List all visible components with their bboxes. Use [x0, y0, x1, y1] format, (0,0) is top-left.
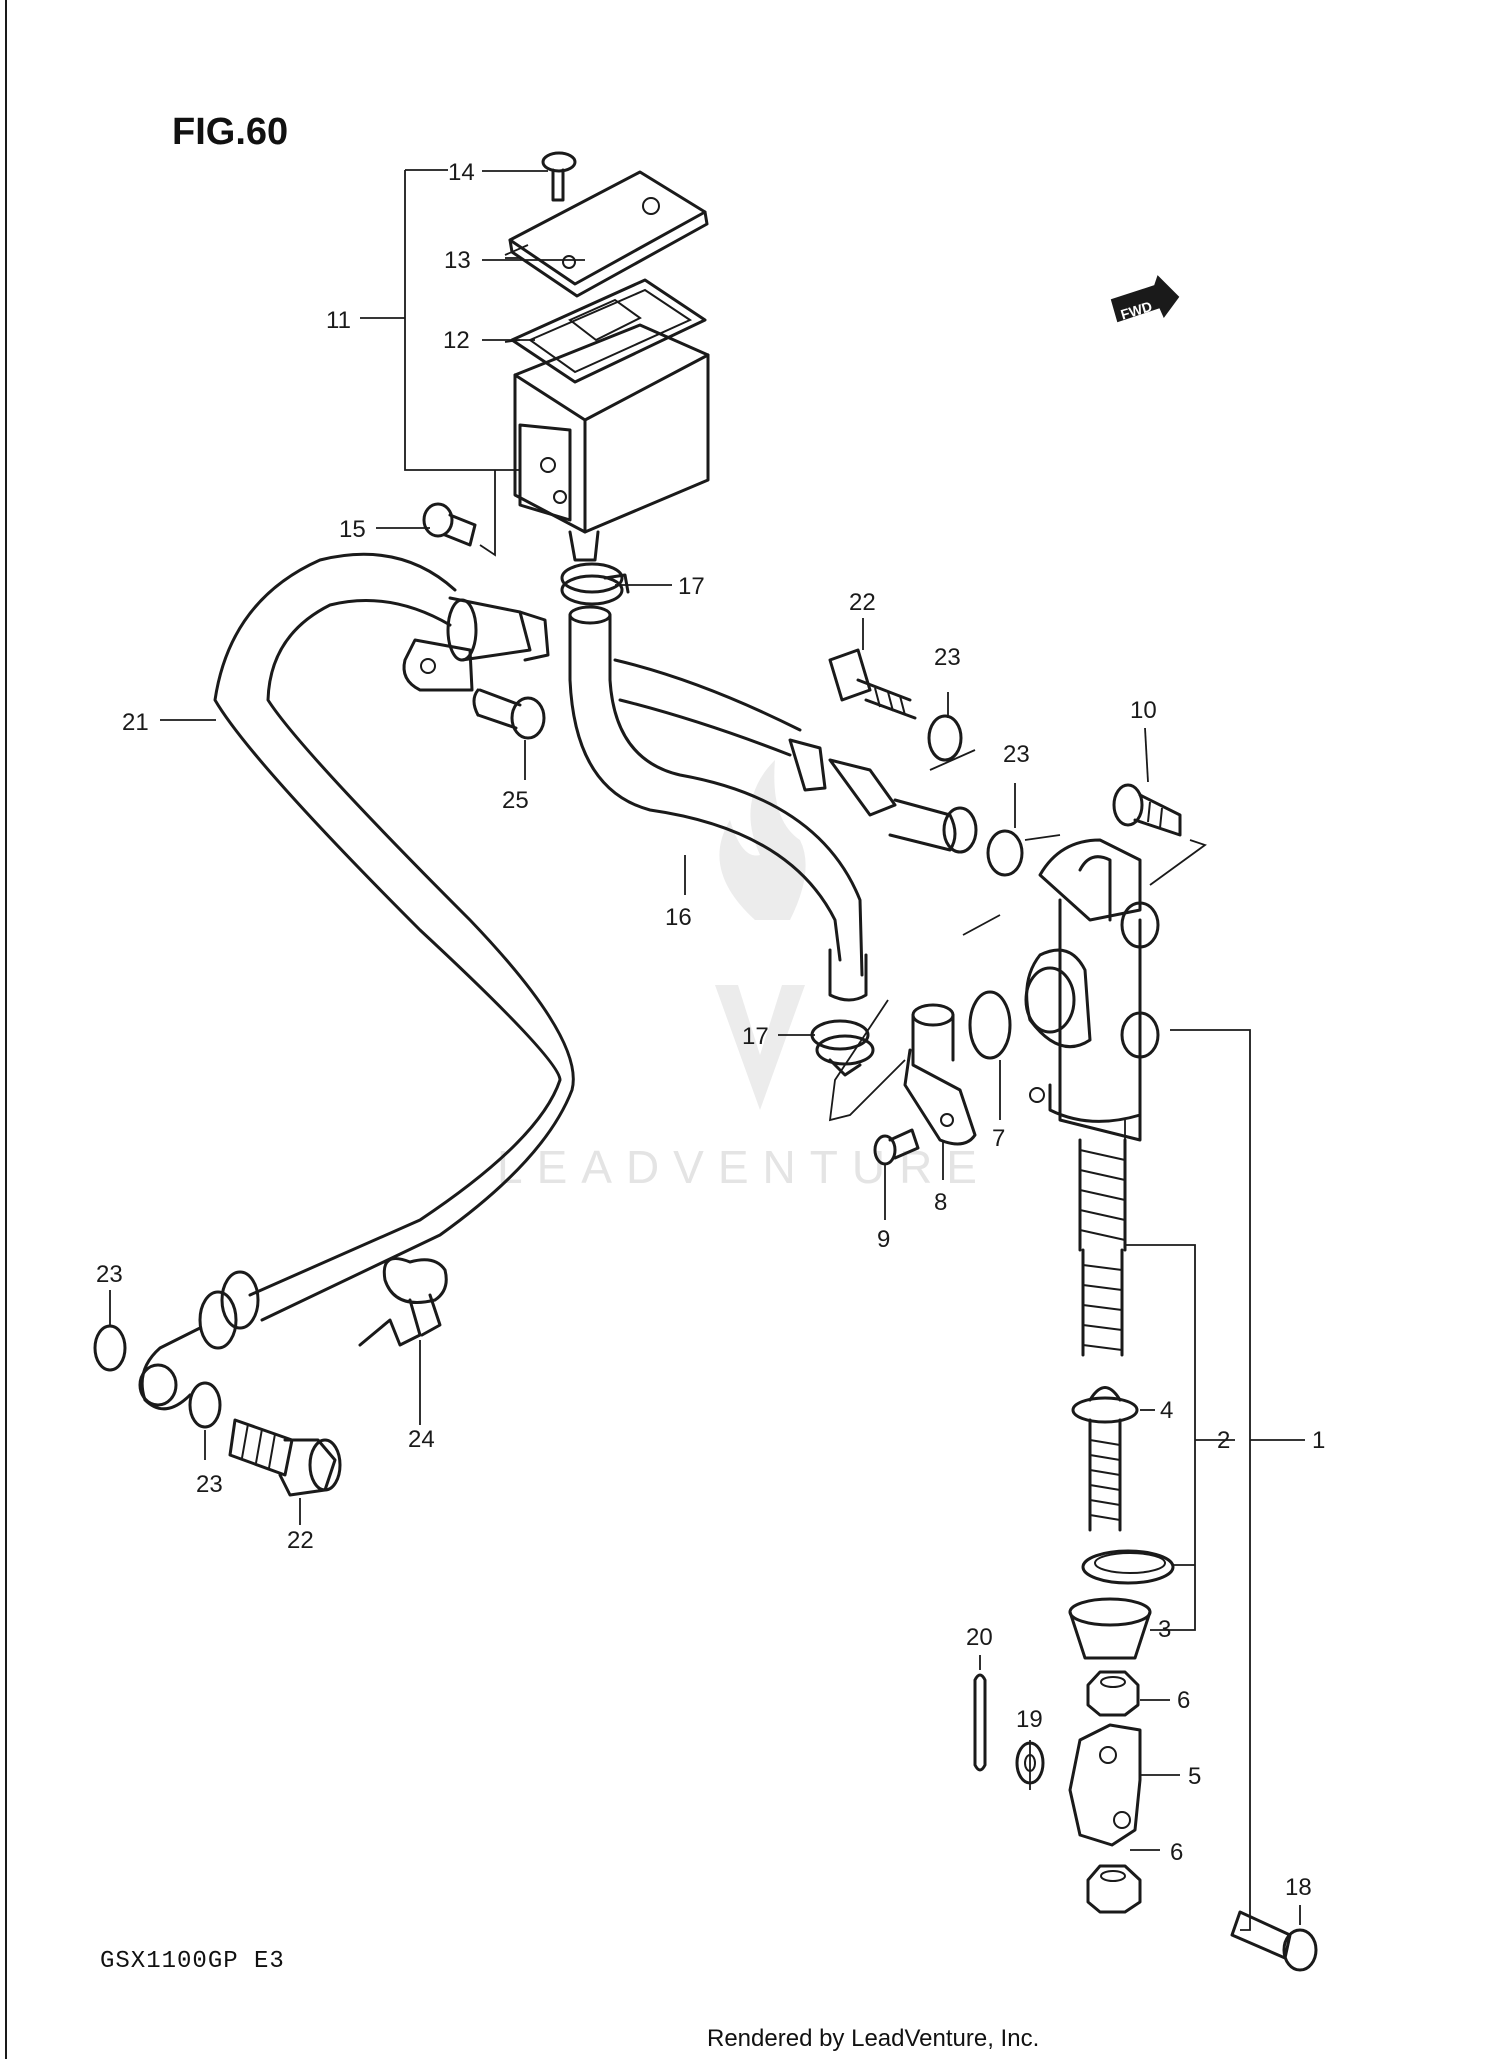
callout-23-upper-a: 23 [934, 644, 961, 671]
master-cylinder-1 [1024, 838, 1160, 1142]
callout-7: 7 [992, 1125, 1005, 1152]
nut-6-lower [1086, 1864, 1142, 1914]
brake-hose-upper [613, 658, 978, 854]
clip-24 [358, 1257, 448, 1347]
banjo-bolt-22-lower [228, 1418, 342, 1497]
callout-4: 4 [1160, 1397, 1173, 1424]
watermark-text: LEADVENTURE [497, 1141, 991, 1193]
callout-2: 2 [1217, 1427, 1230, 1454]
callout-23-upper-b: 23 [1003, 741, 1030, 768]
cotter-pin-20 [973, 1673, 987, 1772]
circlip [1081, 1549, 1175, 1585]
callout-25: 25 [502, 787, 529, 814]
callout-6-lower: 6 [1170, 1839, 1183, 1866]
reservoir-body-11 [513, 323, 710, 534]
callout-23-lower-b: 23 [196, 1471, 223, 1498]
callout-11: 11 [326, 307, 351, 334]
callout-14: 14 [448, 159, 475, 186]
hose-clamp-17-upper [560, 562, 630, 606]
callout-15: 15 [339, 516, 366, 543]
callout-21: 21 [122, 709, 149, 736]
joint-8 [903, 1003, 977, 1146]
bolt-10 [1112, 783, 1182, 837]
reservoir-cap-13 [508, 170, 707, 286]
forward-direction-arrow-icon: FWD [1110, 275, 1180, 323]
callout-12: 12 [443, 327, 470, 354]
watermark-v-icon [715, 985, 805, 1110]
piston-assembly-2 [1078, 1138, 1127, 1357]
brake-hose-21 [138, 552, 575, 1411]
clevis-5 [1068, 1723, 1142, 1847]
supply-hose-16 [568, 605, 868, 1002]
callout-22-lower: 22 [287, 1527, 314, 1554]
callout-3: 3 [1158, 1616, 1171, 1643]
washer-23-lower-a [93, 1324, 127, 1372]
hose-clamp-17-lower [810, 1019, 875, 1077]
callout-labels: 14 13 11 12 15 17 21 25 16 22 23 23 10 1… [96, 159, 1325, 1901]
washer-23-upper-b [986, 829, 1024, 877]
pin-18 [1230, 1910, 1318, 1972]
callout-6-upper: 6 [1177, 1687, 1190, 1714]
callout-17-upper: 17 [678, 573, 705, 600]
boot-3 [1068, 1597, 1152, 1660]
callout-5: 5 [1188, 1763, 1201, 1790]
screw-9 [873, 1128, 920, 1166]
callout-10: 10 [1130, 697, 1157, 724]
callout-24: 24 [408, 1426, 435, 1453]
callout-23-lower-a: 23 [96, 1261, 123, 1288]
callout-17-lower: 17 [742, 1023, 769, 1050]
model-code: GSX1100GP E3 [100, 1948, 285, 1975]
screw-14 [541, 151, 577, 202]
washer-23-upper-a [927, 714, 963, 762]
watermark-flame-icon [719, 760, 806, 920]
callout-8: 8 [934, 1189, 947, 1216]
callout-20: 20 [966, 1624, 993, 1651]
o-ring-7 [968, 990, 1012, 1060]
push-rod-4 [1071, 1386, 1139, 1532]
diaphragm-12 [510, 278, 707, 384]
watermark: LEADVENTURE [497, 760, 991, 1193]
callout-19: 19 [1016, 1706, 1043, 1733]
callout-13: 13 [444, 247, 471, 274]
bolt-15 [422, 502, 477, 547]
banjo-bolt-22-upper [828, 648, 917, 720]
washer-23-lower-b [188, 1381, 222, 1429]
leader-lines [109, 170, 1301, 1925]
assembly-brackets [360, 169, 1305, 1931]
callout-16: 16 [665, 904, 692, 931]
footer-credit: Rendered by LeadVenture, Inc. [707, 2025, 1039, 2052]
callout-9: 9 [877, 1226, 890, 1253]
nut-6-upper [1086, 1670, 1140, 1717]
figure-title: FIG.60 [172, 111, 288, 153]
reservoir-assembly [508, 151, 710, 562]
callout-18: 18 [1285, 1874, 1312, 1901]
callout-1: 1 [1312, 1427, 1325, 1454]
callout-22-upper: 22 [849, 589, 876, 616]
bolt-25 [472, 688, 546, 740]
hose-joint-fitting [402, 596, 550, 692]
